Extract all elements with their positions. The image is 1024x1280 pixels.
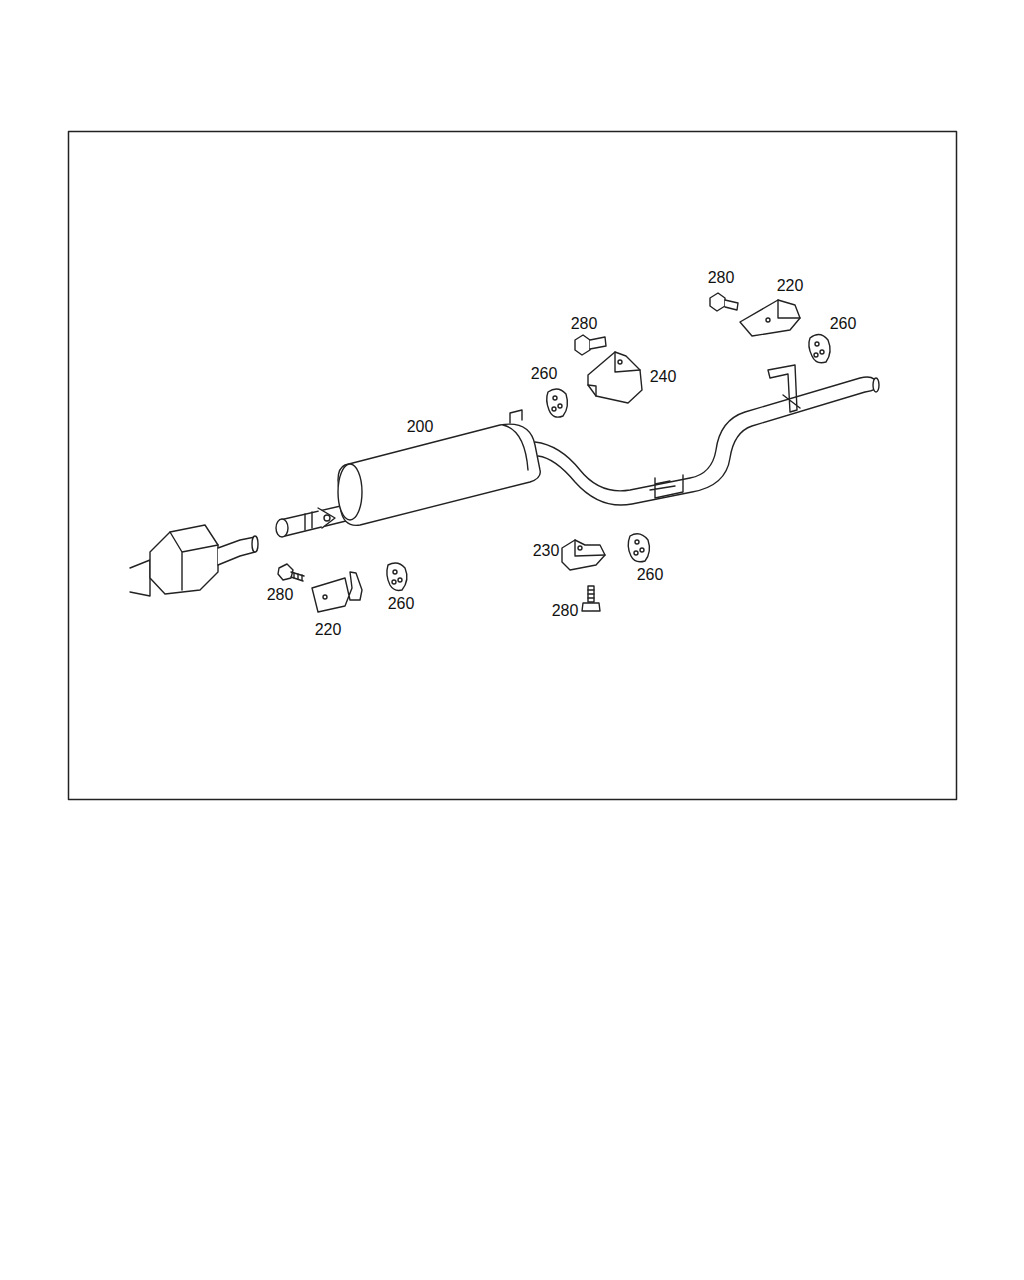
callout-number: 280 — [571, 316, 598, 332]
callout-number: 280 — [552, 603, 579, 619]
bolt — [582, 586, 600, 611]
callout-number: 260 — [388, 596, 415, 612]
callout-number: 260 — [830, 316, 857, 332]
bracket — [740, 300, 800, 336]
bracket — [312, 572, 362, 612]
muffler — [338, 410, 540, 525]
frame — [69, 132, 957, 800]
bolt — [710, 293, 738, 311]
callout-number: 280 — [708, 270, 735, 286]
tail-pipe — [535, 377, 879, 505]
rubber-mount — [387, 563, 407, 590]
callout-number: 220 — [315, 622, 342, 638]
bolt — [575, 335, 606, 355]
callout-number: 230 — [533, 543, 560, 559]
callout-number: 220 — [777, 278, 804, 294]
rubber-mount — [628, 534, 649, 562]
bracket — [562, 540, 605, 570]
pipe-hanger — [650, 475, 683, 498]
callout-number: 280 — [267, 587, 294, 603]
rubber-mount — [809, 334, 830, 362]
catalytic-converter — [130, 525, 258, 596]
rubber-mount — [547, 389, 568, 417]
callout-number: 240 — [650, 369, 677, 385]
bolt — [278, 564, 304, 581]
callout-number: 260 — [531, 366, 558, 382]
callout-number: 260 — [637, 567, 664, 583]
inlet-pipe — [276, 505, 350, 537]
callout-number: 200 — [407, 419, 434, 435]
pipe-hanger — [768, 365, 800, 412]
bracket — [588, 352, 642, 403]
